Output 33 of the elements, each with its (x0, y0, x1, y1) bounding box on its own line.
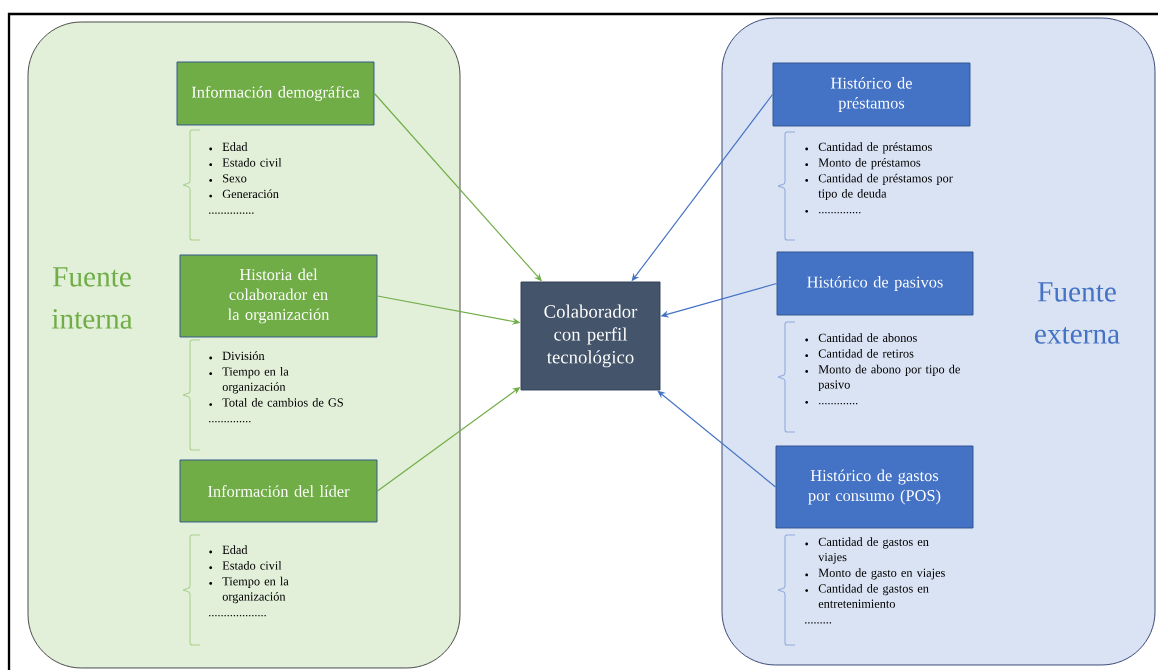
arrow (657, 390, 777, 488)
bullet-item: Monto de abono por tipo de pasivo (818, 364, 960, 392)
bullet-item: Estado civil (222, 158, 282, 167)
bullet-item: Sexo (223, 174, 247, 183)
bullet-item: Cantidad de préstamos por tipo de deuda (818, 173, 953, 201)
bullet-item: Cantidad de gastos en viajes (818, 537, 929, 564)
bullet-item: .............. (819, 211, 861, 214)
list-continuation: ......... (805, 622, 832, 624)
bullet-item: Cantidad de préstamos (818, 142, 932, 154)
bullet-item: Cantidad de retiros (818, 349, 914, 358)
bullet-item: Cantidad de gastos en entretenimiento (818, 584, 929, 608)
list-continuation: ................... (209, 614, 266, 617)
center-box: Colaborador con perfil tecnológico (520, 281, 661, 391)
category-box: Información del líder (179, 459, 378, 523)
bullet-item: Tiempo en la organización (222, 367, 289, 394)
bullet-item: Estado civil (222, 561, 282, 570)
bullet-item: ............. (819, 402, 858, 405)
category-box: Historia del colaborador en la organización (179, 254, 378, 338)
bullet-item: Total de cambios de GS (222, 398, 343, 407)
category-box: Histórico de gastos por consumo (POS) (775, 445, 974, 529)
bullet-item: Generación (222, 189, 279, 199)
list-continuation: ............... (209, 212, 254, 214)
bullet-item: División (222, 351, 265, 360)
category-box: Histórico de préstamos (772, 62, 971, 127)
bullet-item: Tiempo en la organización (222, 576, 289, 604)
bullet-item: Monto de gasto en viajes (818, 568, 945, 580)
list-continuation: .............. (209, 420, 251, 423)
bullet-item: Monto de préstamos (818, 158, 921, 170)
bullet-item: Edad (222, 142, 248, 151)
category-box: Información demográfica (176, 61, 375, 126)
bullet-item: Edad (222, 545, 248, 554)
bullet-item: Cantidad de abonos (818, 333, 917, 342)
category-box: Histórico de pasivos (776, 251, 974, 316)
